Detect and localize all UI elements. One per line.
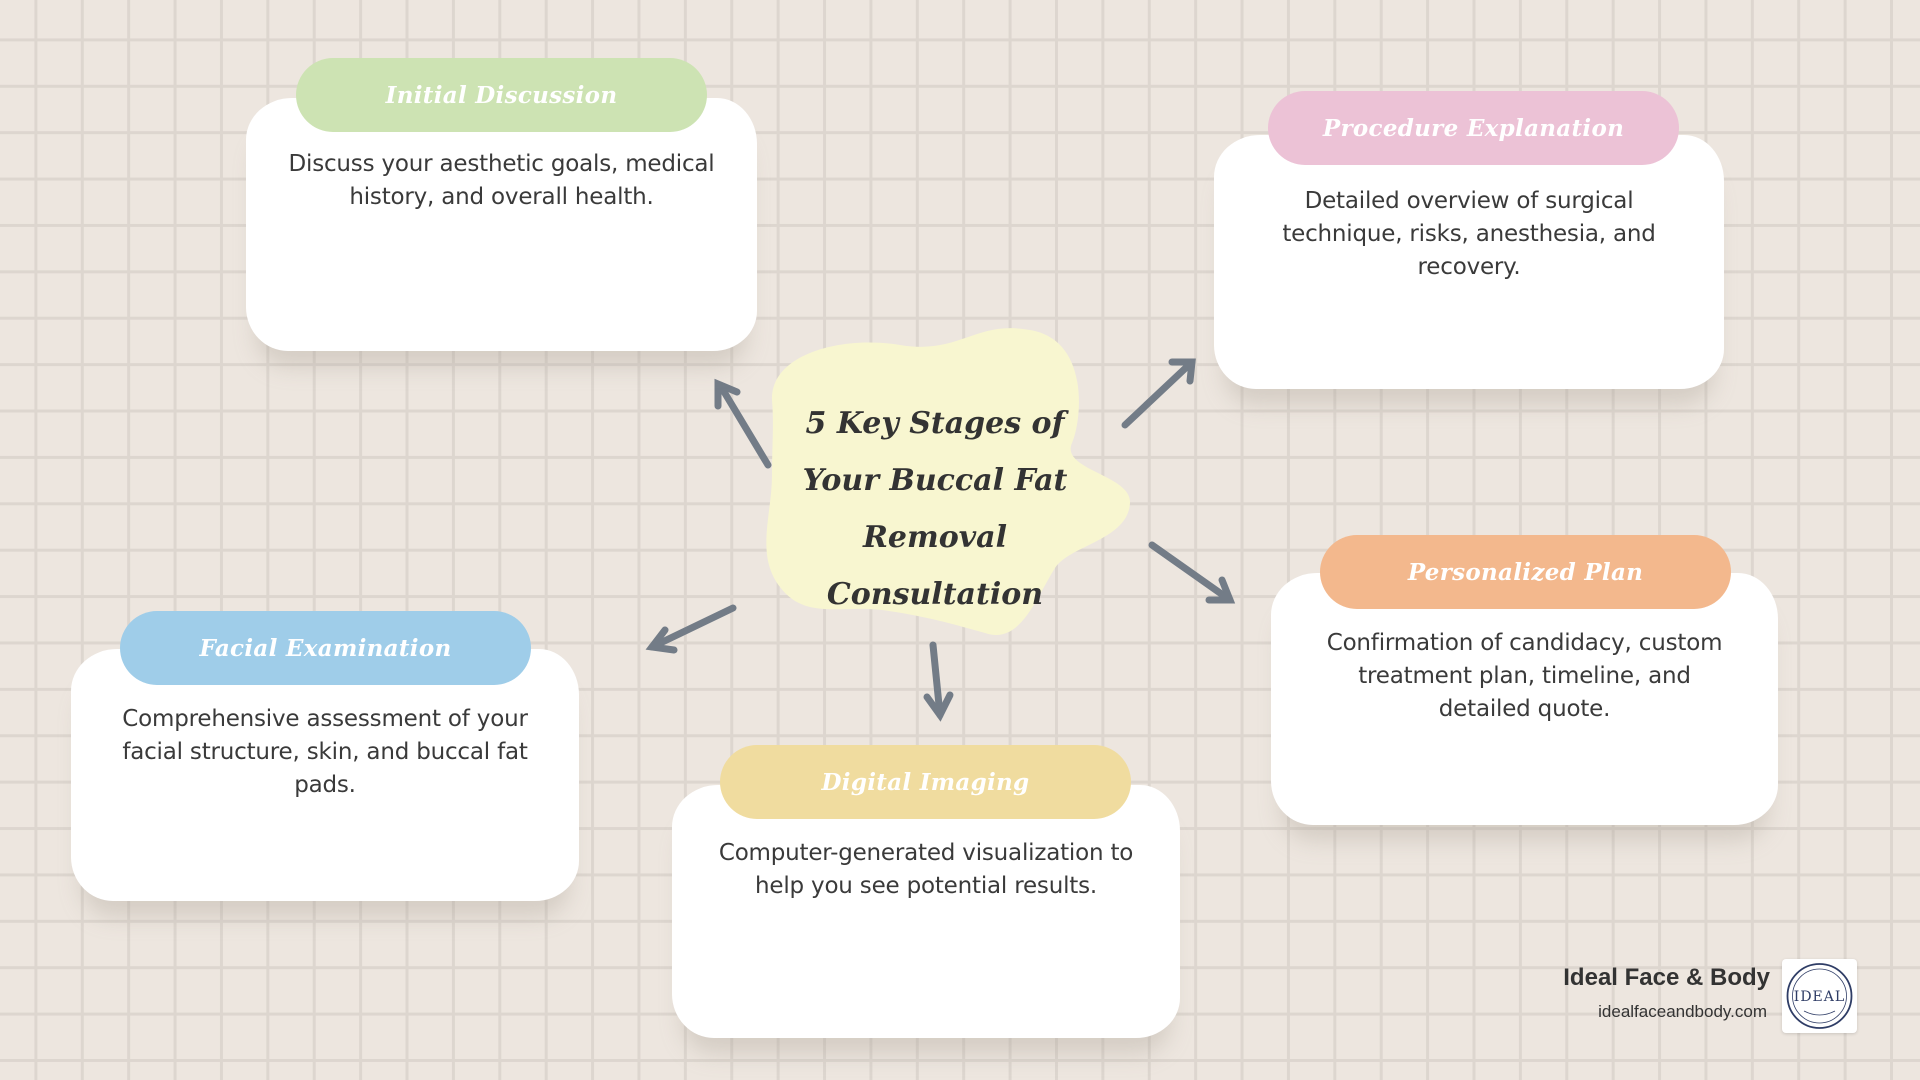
logo-text: IDEAL	[1794, 989, 1845, 1005]
stage-card-personalized-plan: Confirmation of candidacy, custom treatm…	[1271, 573, 1778, 825]
stage-description: Discuss your aesthetic goals, medical hi…	[288, 151, 715, 210]
stage-label-procedure-explanation: Procedure Explanation	[1268, 91, 1679, 165]
brand-name: Ideal Face & Body	[1563, 964, 1770, 991]
stage-label-initial-discussion: Initial Discussion	[296, 58, 707, 132]
stage-description: Detailed overview of surgical technique,…	[1282, 188, 1656, 280]
center-blob-shape	[766, 328, 1131, 635]
stage-card-initial-discussion: Discuss your aesthetic goals, medical hi…	[246, 98, 757, 351]
brand-logo: IDEAL	[1782, 959, 1857, 1033]
arrow-initial-discussion	[714, 378, 772, 469]
stage-label-facial-examination: Facial Examination	[120, 611, 531, 685]
arrow-procedure-explanation	[1121, 358, 1196, 429]
brand-url: idealfaceandbody.com	[1598, 1002, 1767, 1021]
stage-card-digital-imaging: Computer-generated visualization to help…	[672, 785, 1180, 1038]
stage-card-procedure-explanation: Detailed overview of surgical technique,…	[1214, 135, 1724, 389]
stage-description: Computer-generated visualization to help…	[718, 840, 1134, 899]
stage-card-facial-examination: Comprehensive assessment of your facial …	[71, 649, 579, 901]
arrow-personalized-plan	[1148, 541, 1236, 604]
stage-label-personalized-plan: Personalized Plan	[1320, 535, 1731, 609]
arrow-facial-examination	[645, 604, 737, 654]
diagram-title: 5 Key Stages of Your Buccal Fat Removal …	[802, 406, 1068, 612]
arrow-digital-imaging	[923, 641, 954, 722]
stage-label-digital-imaging: Digital Imaging	[720, 745, 1131, 819]
stage-description: Confirmation of candidacy, custom treatm…	[1326, 630, 1723, 722]
stage-description: Comprehensive assessment of your facial …	[122, 706, 528, 798]
logo-seal-icon: IDEAL	[1786, 963, 1853, 1029]
